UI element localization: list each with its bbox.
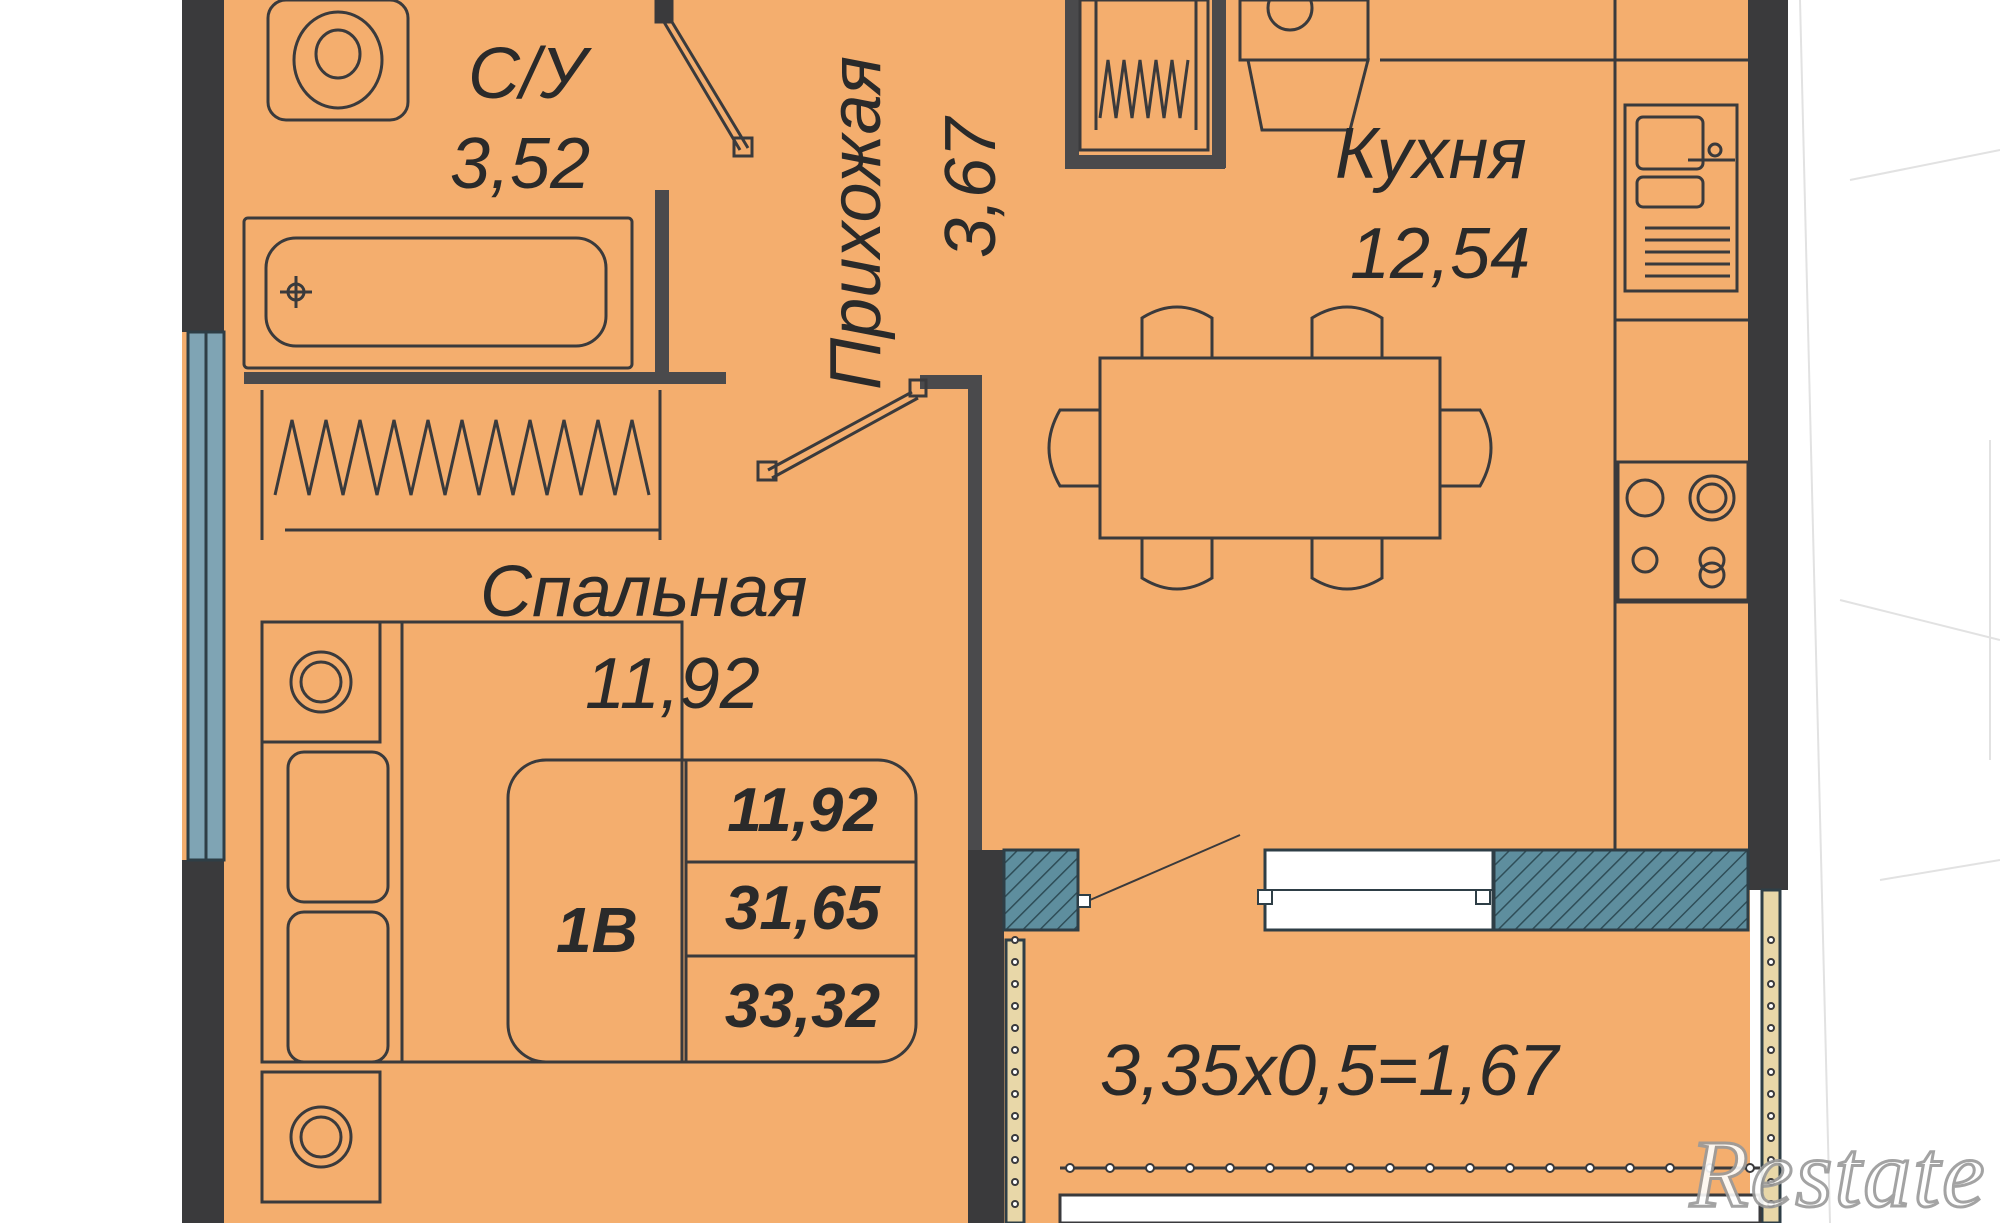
toilet bbox=[266, 0, 410, 122]
kitchen-balcony-wall bbox=[1002, 834, 1750, 932]
window-frame-dot bbox=[1767, 1112, 1775, 1120]
railing-dot bbox=[1545, 1163, 1555, 1173]
railing-dot bbox=[1145, 1163, 1155, 1173]
bathroom-name: С/У bbox=[468, 34, 587, 114]
window-frame-dot bbox=[1767, 1090, 1775, 1098]
window-frame-dot bbox=[1767, 1178, 1775, 1186]
living-area: 11,92 bbox=[727, 776, 878, 845]
window-frame-dot bbox=[1767, 1156, 1775, 1164]
window-frame-dot bbox=[1011, 1112, 1019, 1120]
kitchen-area: 12,54 bbox=[1350, 214, 1531, 294]
window-frame-dot bbox=[1011, 1178, 1019, 1186]
bathroom-door bbox=[654, 0, 754, 158]
railing-dot bbox=[1105, 1163, 1115, 1173]
railing-dot bbox=[1265, 1163, 1275, 1173]
interior-walls bbox=[244, 0, 1226, 850]
apartment-code: 1B bbox=[556, 894, 638, 966]
left-window bbox=[186, 330, 226, 862]
outer-walls bbox=[182, 0, 1788, 1223]
window-frame-dot bbox=[1767, 1046, 1775, 1054]
window-frame-dot bbox=[1011, 1200, 1019, 1208]
white-margin-left bbox=[0, 0, 182, 1223]
window-frame-dot bbox=[1011, 936, 1019, 944]
window-frame-dot bbox=[1767, 936, 1775, 944]
window-frame-dot bbox=[1767, 958, 1775, 966]
washing-machine bbox=[1238, 0, 1370, 132]
railing-dot bbox=[1225, 1163, 1235, 1173]
window-frame-dot bbox=[1011, 1024, 1019, 1032]
balcony-rail bbox=[1058, 1166, 1762, 1223]
railing-dot bbox=[1185, 1163, 1195, 1173]
dining-table bbox=[1047, 305, 1493, 591]
railing-dot bbox=[1625, 1163, 1635, 1173]
kitchen-name: Кухня bbox=[1335, 114, 1527, 194]
bedroom-area: 11,92 bbox=[585, 644, 760, 724]
balcony-area-formula: 3,35x0,5=1,67 bbox=[1100, 1031, 1559, 1111]
nightstand-top bbox=[260, 620, 382, 744]
railing-dot bbox=[1305, 1163, 1315, 1173]
kitchen-sink bbox=[1623, 103, 1739, 293]
window-frame-dot bbox=[1011, 980, 1019, 988]
exterior-sketch-lines bbox=[1799, 0, 2000, 1223]
hallway-door bbox=[756, 378, 928, 482]
bed bbox=[260, 620, 684, 1064]
railing-dot bbox=[1345, 1163, 1355, 1173]
window-frame-dot bbox=[1011, 1046, 1019, 1054]
railing-dot bbox=[1585, 1163, 1595, 1173]
total-area-with-balcony: 33,32 bbox=[724, 972, 881, 1041]
hallway-area: 3,67 bbox=[931, 117, 1011, 258]
window-frame-dot bbox=[1767, 1002, 1775, 1010]
floor-area bbox=[182, 0, 1750, 1223]
railing-dot bbox=[1425, 1163, 1435, 1173]
bathtub bbox=[242, 216, 634, 370]
railing-dot bbox=[1705, 1163, 1715, 1173]
window-frame-dot bbox=[1767, 1068, 1775, 1076]
watermark-logo: Restate bbox=[1689, 1119, 1987, 1223]
window-frame-dot bbox=[1767, 1200, 1775, 1208]
bedroom-name: Спальная bbox=[480, 552, 808, 632]
railing-dot bbox=[1505, 1163, 1515, 1173]
window-frame-dot bbox=[1011, 1156, 1019, 1164]
window-frame-dot bbox=[1011, 1090, 1019, 1098]
railing-dot bbox=[1465, 1163, 1475, 1173]
window-frame-dot bbox=[1011, 1068, 1019, 1076]
railing-dot bbox=[1665, 1163, 1675, 1173]
kitchen-stove bbox=[1616, 460, 1750, 604]
bathroom-area: 3,52 bbox=[450, 124, 591, 204]
window-frame-dot bbox=[1767, 1024, 1775, 1032]
window-frame-dot bbox=[1011, 1134, 1019, 1142]
balcony-window-right bbox=[1760, 888, 1782, 1223]
nightstand-bottom bbox=[260, 1070, 382, 1204]
railing-dot bbox=[1745, 1163, 1755, 1173]
kitchen-counter bbox=[1380, 0, 1748, 850]
hallway-name: Прихожая bbox=[816, 56, 896, 390]
total-area: 31,65 bbox=[724, 874, 881, 943]
railing-dot bbox=[1065, 1163, 1075, 1173]
apartment-tag-box bbox=[506, 758, 918, 1064]
railing-dot bbox=[1385, 1163, 1395, 1173]
bedroom-wardrobe bbox=[260, 390, 662, 540]
window-frame-dot bbox=[1767, 980, 1775, 988]
window-frame-dot bbox=[1011, 1002, 1019, 1010]
window-frame-dot bbox=[1767, 1134, 1775, 1142]
window-frame-dot bbox=[1011, 958, 1019, 966]
hallway-closet bbox=[1078, 0, 1210, 152]
balcony-railing-dots bbox=[1011, 936, 1775, 1208]
